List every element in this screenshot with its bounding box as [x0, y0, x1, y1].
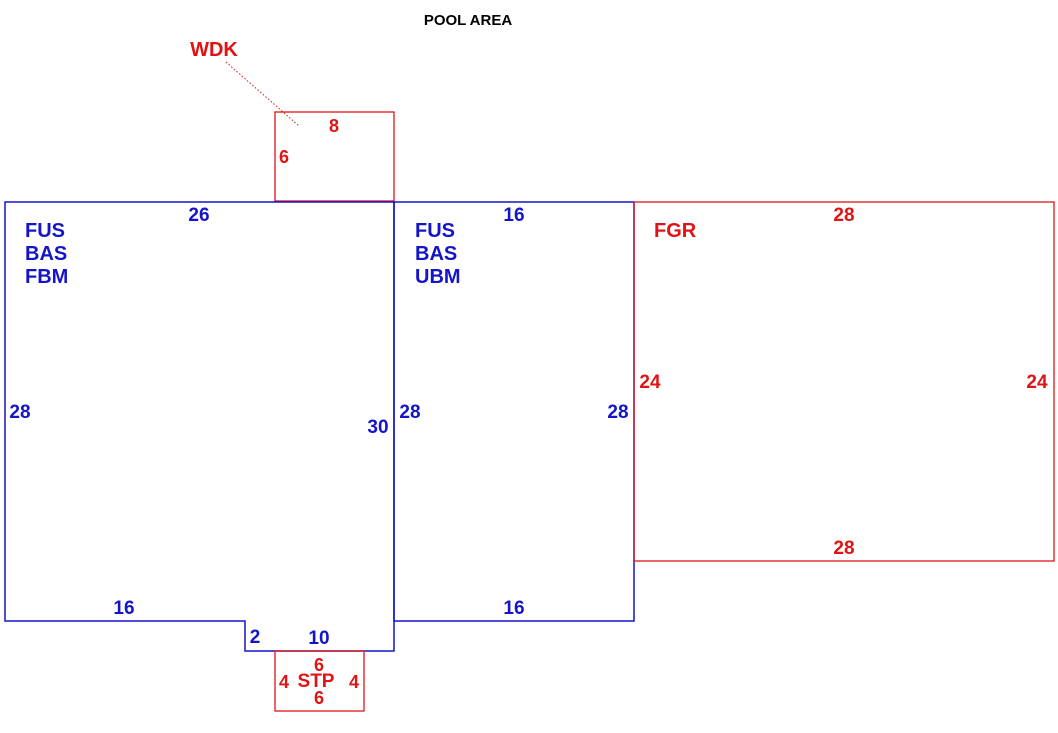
main-right-code-1: FUS [415, 220, 455, 242]
stoop-dim-left: 4 [279, 672, 289, 692]
deck-dim-top: 8 [329, 116, 339, 136]
deck-code: WDK [190, 39, 238, 61]
main-right-dim-left: 28 [399, 402, 420, 423]
main-right-code-3: UBM [415, 266, 461, 288]
garage-outline [633, 201, 1055, 562]
main-left-dim-right: 30 [367, 417, 388, 438]
main-left-dim-notch-bottom: 10 [308, 628, 329, 649]
garage-dim-right: 24 [1026, 372, 1048, 393]
stoop-dim-right: 4 [349, 672, 359, 692]
main-left-code-1: FUS [25, 220, 65, 242]
deck-outline [274, 111, 395, 202]
stoop-outline [274, 650, 365, 712]
deck-dim-left: 6 [279, 147, 289, 167]
main-right-code-2: BAS [415, 243, 457, 265]
main-left-dim-top: 26 [188, 205, 209, 226]
garage-dim-top: 28 [833, 205, 854, 226]
main-right-dim-bottom: 16 [503, 598, 524, 619]
main-left-code-2: BAS [25, 243, 67, 265]
stoop-code: STP [298, 671, 335, 692]
garage-code: FGR [654, 220, 697, 242]
main-right-dim-top: 16 [503, 205, 524, 226]
garage-dim-left: 24 [639, 372, 661, 393]
stoop-dim-top: 6 [314, 655, 324, 675]
main-left-dim-left: 28 [9, 402, 30, 423]
garage-dim-bottom: 28 [833, 538, 854, 559]
main-left-dim-bottom: 16 [113, 598, 134, 619]
main-left-dim-notch-side: 2 [250, 627, 261, 648]
main-left-code-3: FBM [25, 266, 68, 288]
deck-leader-line [225, 61, 300, 127]
main-right-dim-right: 28 [607, 402, 628, 423]
sketch-title: POOL AREA [424, 12, 513, 29]
stoop-dim-bottom: 6 [314, 688, 324, 708]
